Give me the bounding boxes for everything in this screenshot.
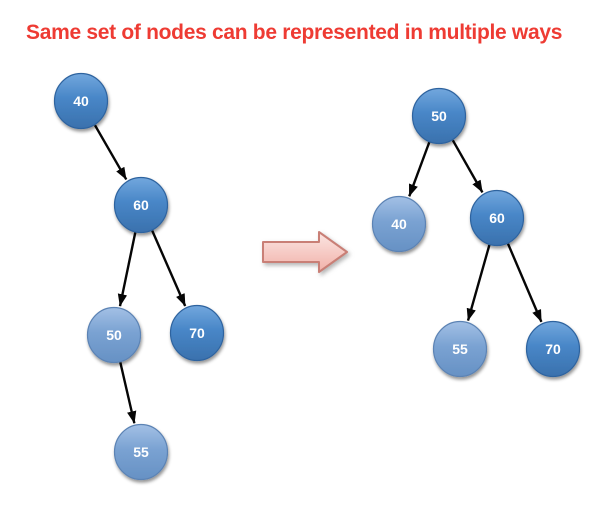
tree-node-l-40: 40 <box>53 72 109 130</box>
tree-edge-r-60-r-55 <box>466 244 491 322</box>
right-block-arrow-icon <box>262 231 348 273</box>
right-tree: 50 40 60 55 70 <box>371 87 581 378</box>
node-circle <box>371 195 427 253</box>
tree-edge-l-40-l-60 <box>93 124 128 181</box>
tree-node-r-40: 40 <box>371 195 427 253</box>
node-value-label: 55 <box>133 444 149 460</box>
page-title: Same set of nodes can be represented in … <box>26 21 563 44</box>
node-circle <box>411 87 467 145</box>
tree-edge-r-60-r-70 <box>506 243 543 323</box>
node-value-label: 60 <box>133 197 149 213</box>
node-circle <box>86 306 142 364</box>
node-circle <box>113 423 169 481</box>
tree-node-r-50: 50 <box>411 87 467 145</box>
tree-edge-l-60-l-50 <box>117 232 137 307</box>
node-value-label: 40 <box>391 216 407 232</box>
node-circle <box>525 320 581 378</box>
tree-edge-l-50-l-55 <box>119 362 137 424</box>
node-circle <box>469 189 525 247</box>
tree-node-l-55: 55 <box>113 423 169 481</box>
node-value-label: 50 <box>106 327 122 343</box>
node-value-label: 50 <box>431 108 447 124</box>
trees-layer: 40 60 50 70 55 50 40 60 55 70 <box>53 72 581 481</box>
tree-edge-r-50-r-40 <box>408 141 431 197</box>
node-circle <box>169 304 225 362</box>
tree-node-r-70: 70 <box>525 320 581 378</box>
node-value-label: 60 <box>489 210 505 226</box>
tree-node-r-60: 60 <box>469 189 525 247</box>
tree-edge-r-50-r-60 <box>451 139 484 193</box>
node-value-label: 70 <box>189 325 205 341</box>
node-value-label: 40 <box>73 93 89 109</box>
left-tree: 40 60 50 70 55 <box>53 72 225 481</box>
node-value-label: 55 <box>452 341 468 357</box>
node-circle <box>432 320 488 378</box>
node-circle <box>53 72 109 130</box>
tree-node-l-50: 50 <box>86 306 142 364</box>
tree-edge-l-60-l-70 <box>151 230 187 307</box>
node-value-label: 70 <box>545 341 561 357</box>
tree-node-r-55: 55 <box>432 320 488 378</box>
node-circle <box>113 176 169 234</box>
tree-node-l-70: 70 <box>169 304 225 362</box>
tree-node-l-60: 60 <box>113 176 169 234</box>
